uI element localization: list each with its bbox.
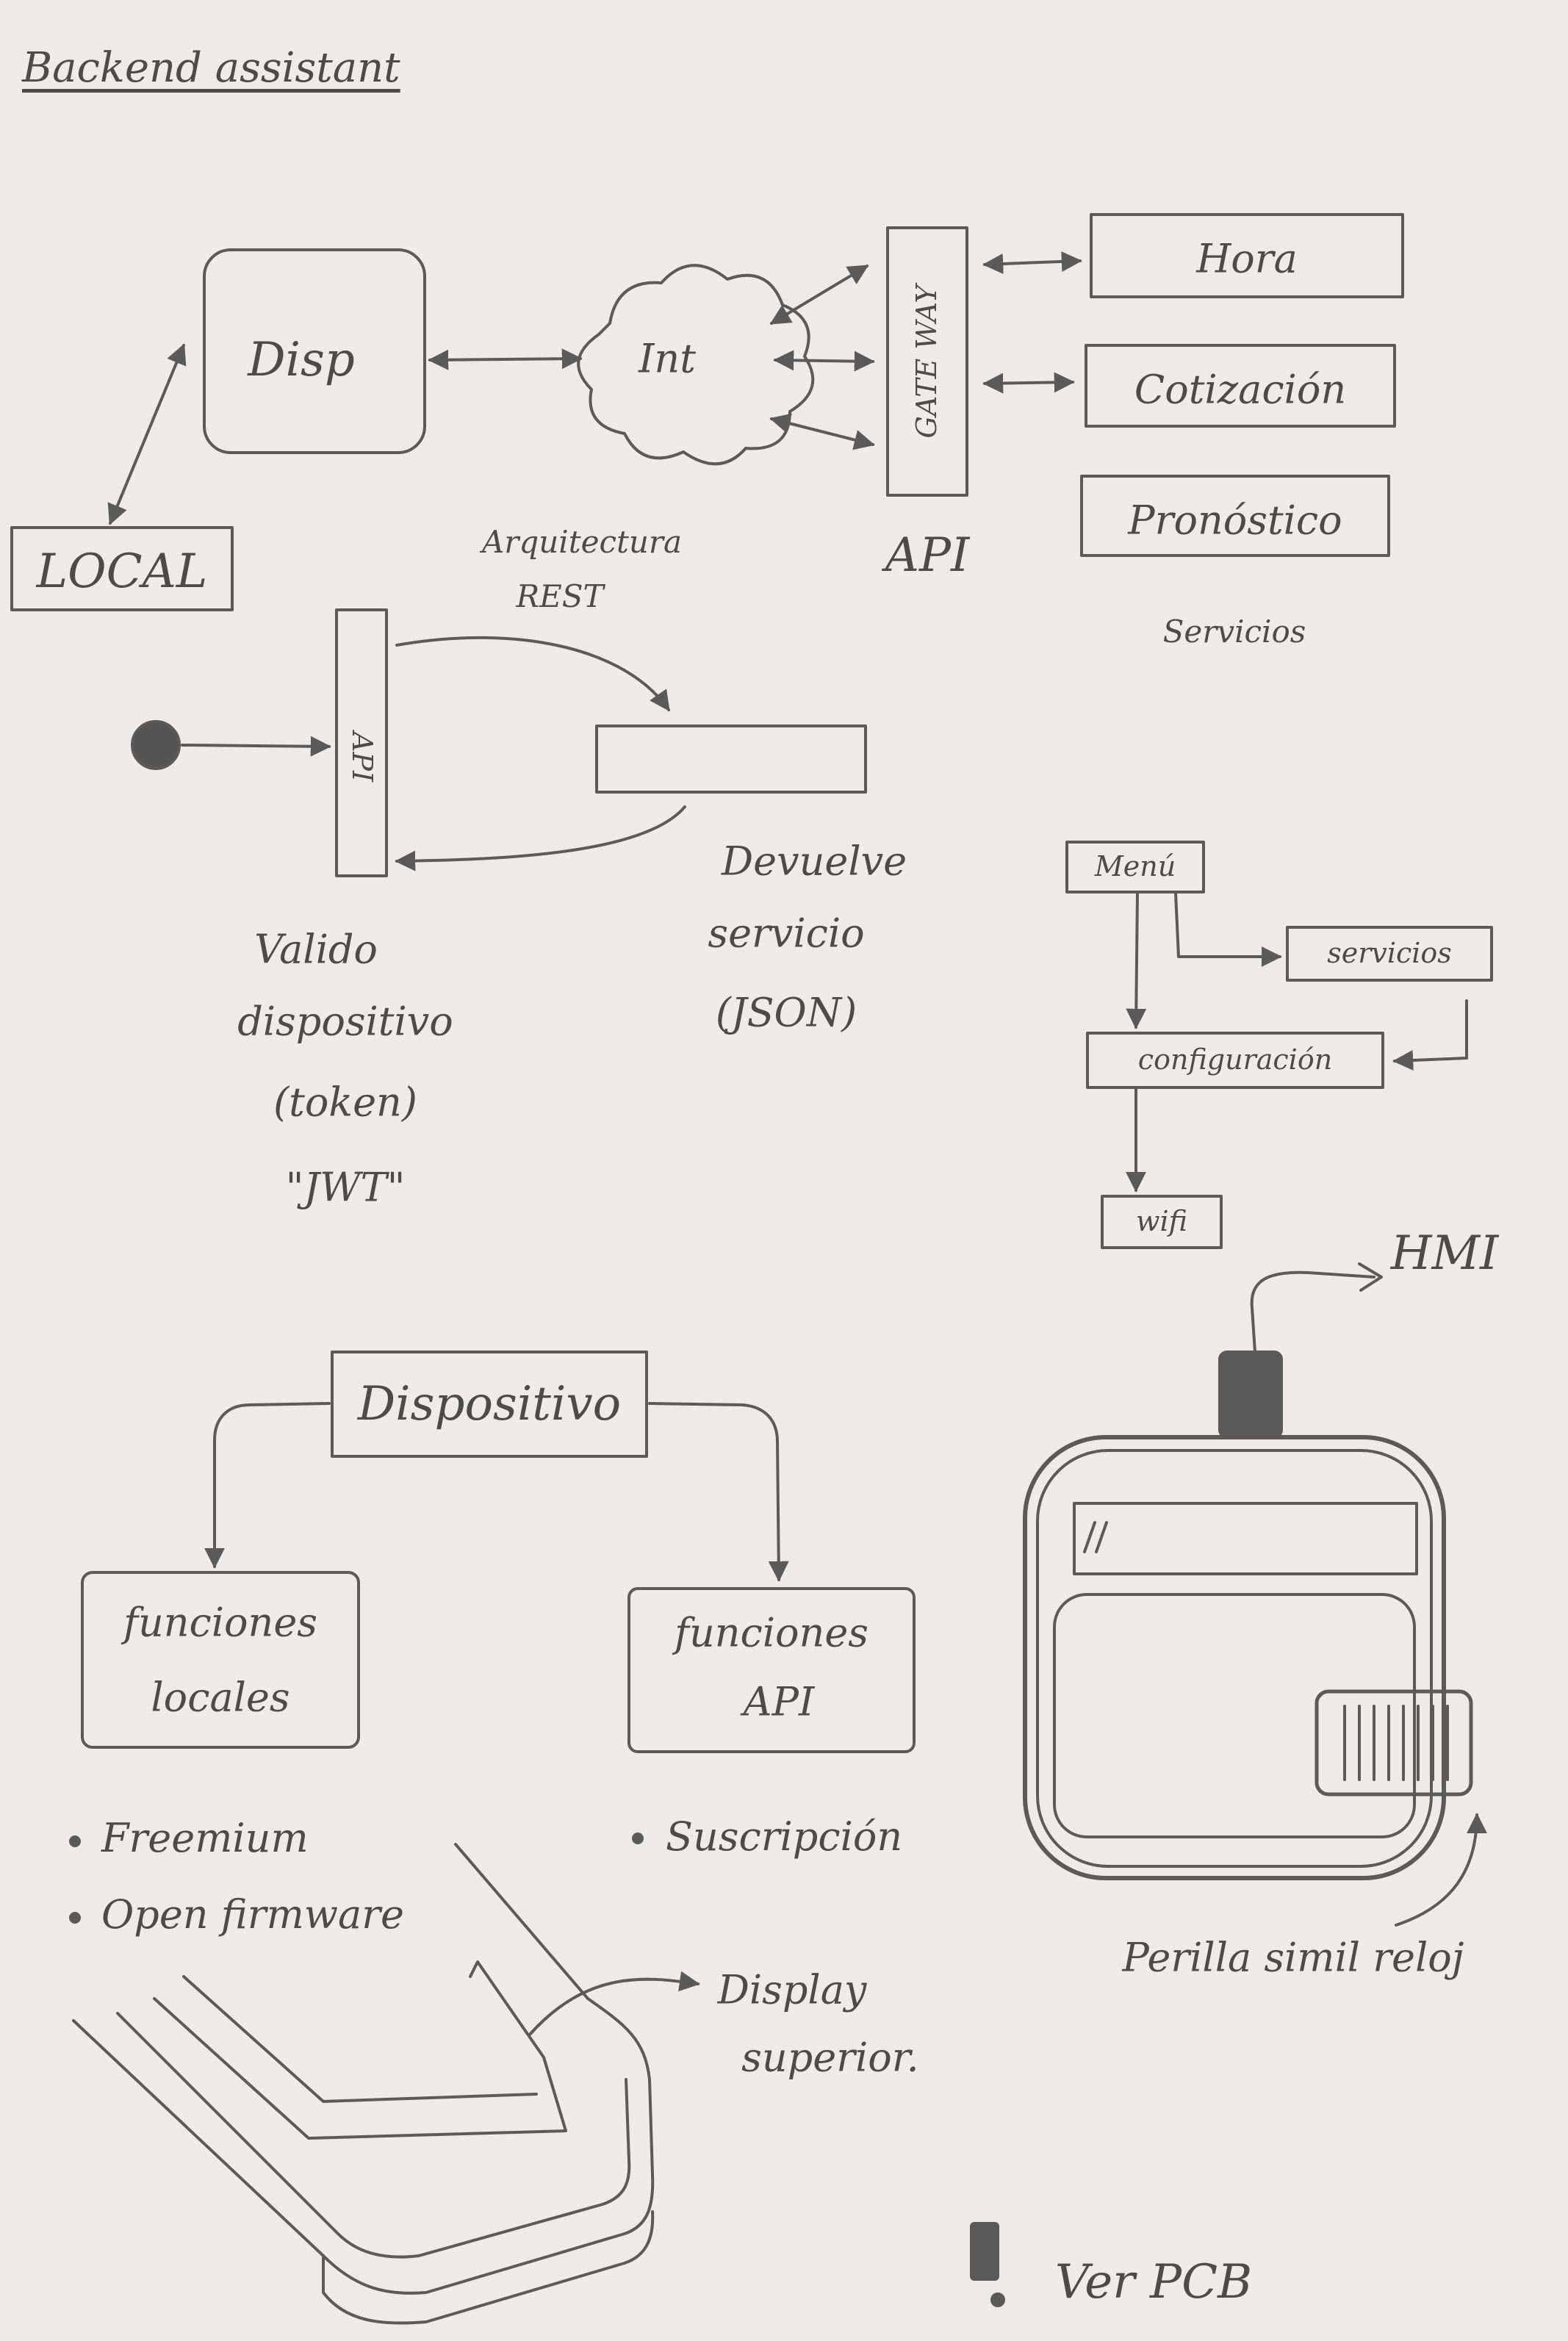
device-dot bbox=[132, 722, 179, 769]
dispositivo-label: Dispositivo bbox=[358, 1378, 621, 1430]
display-device-bottom bbox=[323, 2212, 652, 2323]
rest-label-line2: REST bbox=[516, 580, 603, 614]
dispositivo-local-arrow bbox=[215, 1403, 329, 1567]
api-service-curve bbox=[397, 638, 669, 710]
returns-line-3: (JSON) bbox=[716, 990, 857, 1034]
validation-line-1: Valido bbox=[254, 927, 378, 971]
hmi-top-display bbox=[1074, 1503, 1417, 1574]
hmi-knob-grip bbox=[1345, 1706, 1447, 1780]
knob-label: Perilla simil reloj bbox=[1122, 1935, 1464, 1979]
display-screen-inner bbox=[184, 1977, 536, 2101]
display-label-line1: Display bbox=[718, 1968, 867, 2011]
note-exclamation-mark bbox=[971, 2223, 998, 2279]
service-pronostico-label: Pronóstico bbox=[1128, 498, 1342, 542]
api-validation-label: API bbox=[346, 732, 377, 782]
menu-label: Menú bbox=[1095, 852, 1176, 882]
menu-servicios-arrow bbox=[1176, 893, 1280, 957]
bullet-dot-suscripcion bbox=[633, 1834, 642, 1843]
bullet-dot-freemium bbox=[71, 1837, 79, 1846]
bullet-open-firmware: Open firmware bbox=[101, 1893, 404, 1936]
validation-line-3: (token) bbox=[273, 1080, 417, 1123]
local-device-arrow bbox=[110, 345, 184, 523]
cloud-gateway-arrow-2 bbox=[775, 360, 873, 362]
service-cotizacion-label: Cotización bbox=[1134, 367, 1346, 411]
service-result-box bbox=[597, 726, 866, 792]
configuracion-label: configuración bbox=[1138, 1045, 1332, 1076]
local-functions-line1: funciones bbox=[123, 1600, 317, 1644]
validation-line-4: "JWT" bbox=[286, 1165, 406, 1209]
returns-line-2: servicio bbox=[708, 911, 864, 954]
display-label-line2: superior. bbox=[741, 2035, 919, 2079]
services-caption: Servicios bbox=[1163, 615, 1306, 649]
cloud-gateway-arrow-1 bbox=[772, 266, 867, 323]
page-title: Backend assistant bbox=[22, 46, 400, 91]
hmi-cable bbox=[1252, 1273, 1374, 1352]
hmi-display-mark bbox=[1085, 1522, 1107, 1552]
service-hora-label: Hora bbox=[1196, 237, 1298, 280]
note-see-pcb: Ver PCB bbox=[1055, 2257, 1252, 2308]
bullet-suscripcion: Suscripción bbox=[666, 1815, 902, 1858]
service-api-curve bbox=[397, 807, 685, 861]
local-functions-line2: locales bbox=[151, 1675, 289, 1719]
hmi-body-inner bbox=[1037, 1450, 1431, 1866]
returns-line-1: Devuelve bbox=[722, 839, 907, 882]
rest-label-line1: Arquitectura bbox=[482, 525, 682, 559]
device-internet-arrow bbox=[430, 359, 580, 360]
internet-label: Int bbox=[639, 337, 696, 380]
dispositivo-api-arrow bbox=[650, 1403, 779, 1580]
servicios-label: servicios bbox=[1327, 938, 1452, 969]
gateway-label: GATE WAY bbox=[912, 284, 943, 438]
note-bullet bbox=[992, 2294, 1004, 2306]
servicios-configuracion-arrow bbox=[1395, 1001, 1467, 1061]
dot-api-arrow bbox=[182, 745, 329, 747]
device-label: Disp bbox=[248, 334, 355, 386]
local-label: LOCAL bbox=[37, 546, 208, 597]
display-label-arrow bbox=[529, 1979, 698, 2035]
api-functions-line2: API bbox=[744, 1680, 815, 1723]
validation-line-2: dispositivo bbox=[237, 999, 453, 1043]
wifi-label: wifi bbox=[1136, 1207, 1187, 1237]
hmi-label: HMI bbox=[1391, 1228, 1499, 1279]
bullet-freemium: Freemium bbox=[101, 1816, 309, 1860]
menu-configuracion-arrow bbox=[1136, 893, 1137, 1027]
api-label: API bbox=[885, 530, 970, 581]
gateway-hora-arrow bbox=[985, 261, 1080, 265]
gateway-cotizacion-arrow bbox=[985, 382, 1073, 384]
api-functions-line1: funciones bbox=[675, 1611, 868, 1654]
hmi-connector bbox=[1220, 1352, 1281, 1437]
bullet-dot-open-firmware bbox=[71, 1913, 79, 1922]
